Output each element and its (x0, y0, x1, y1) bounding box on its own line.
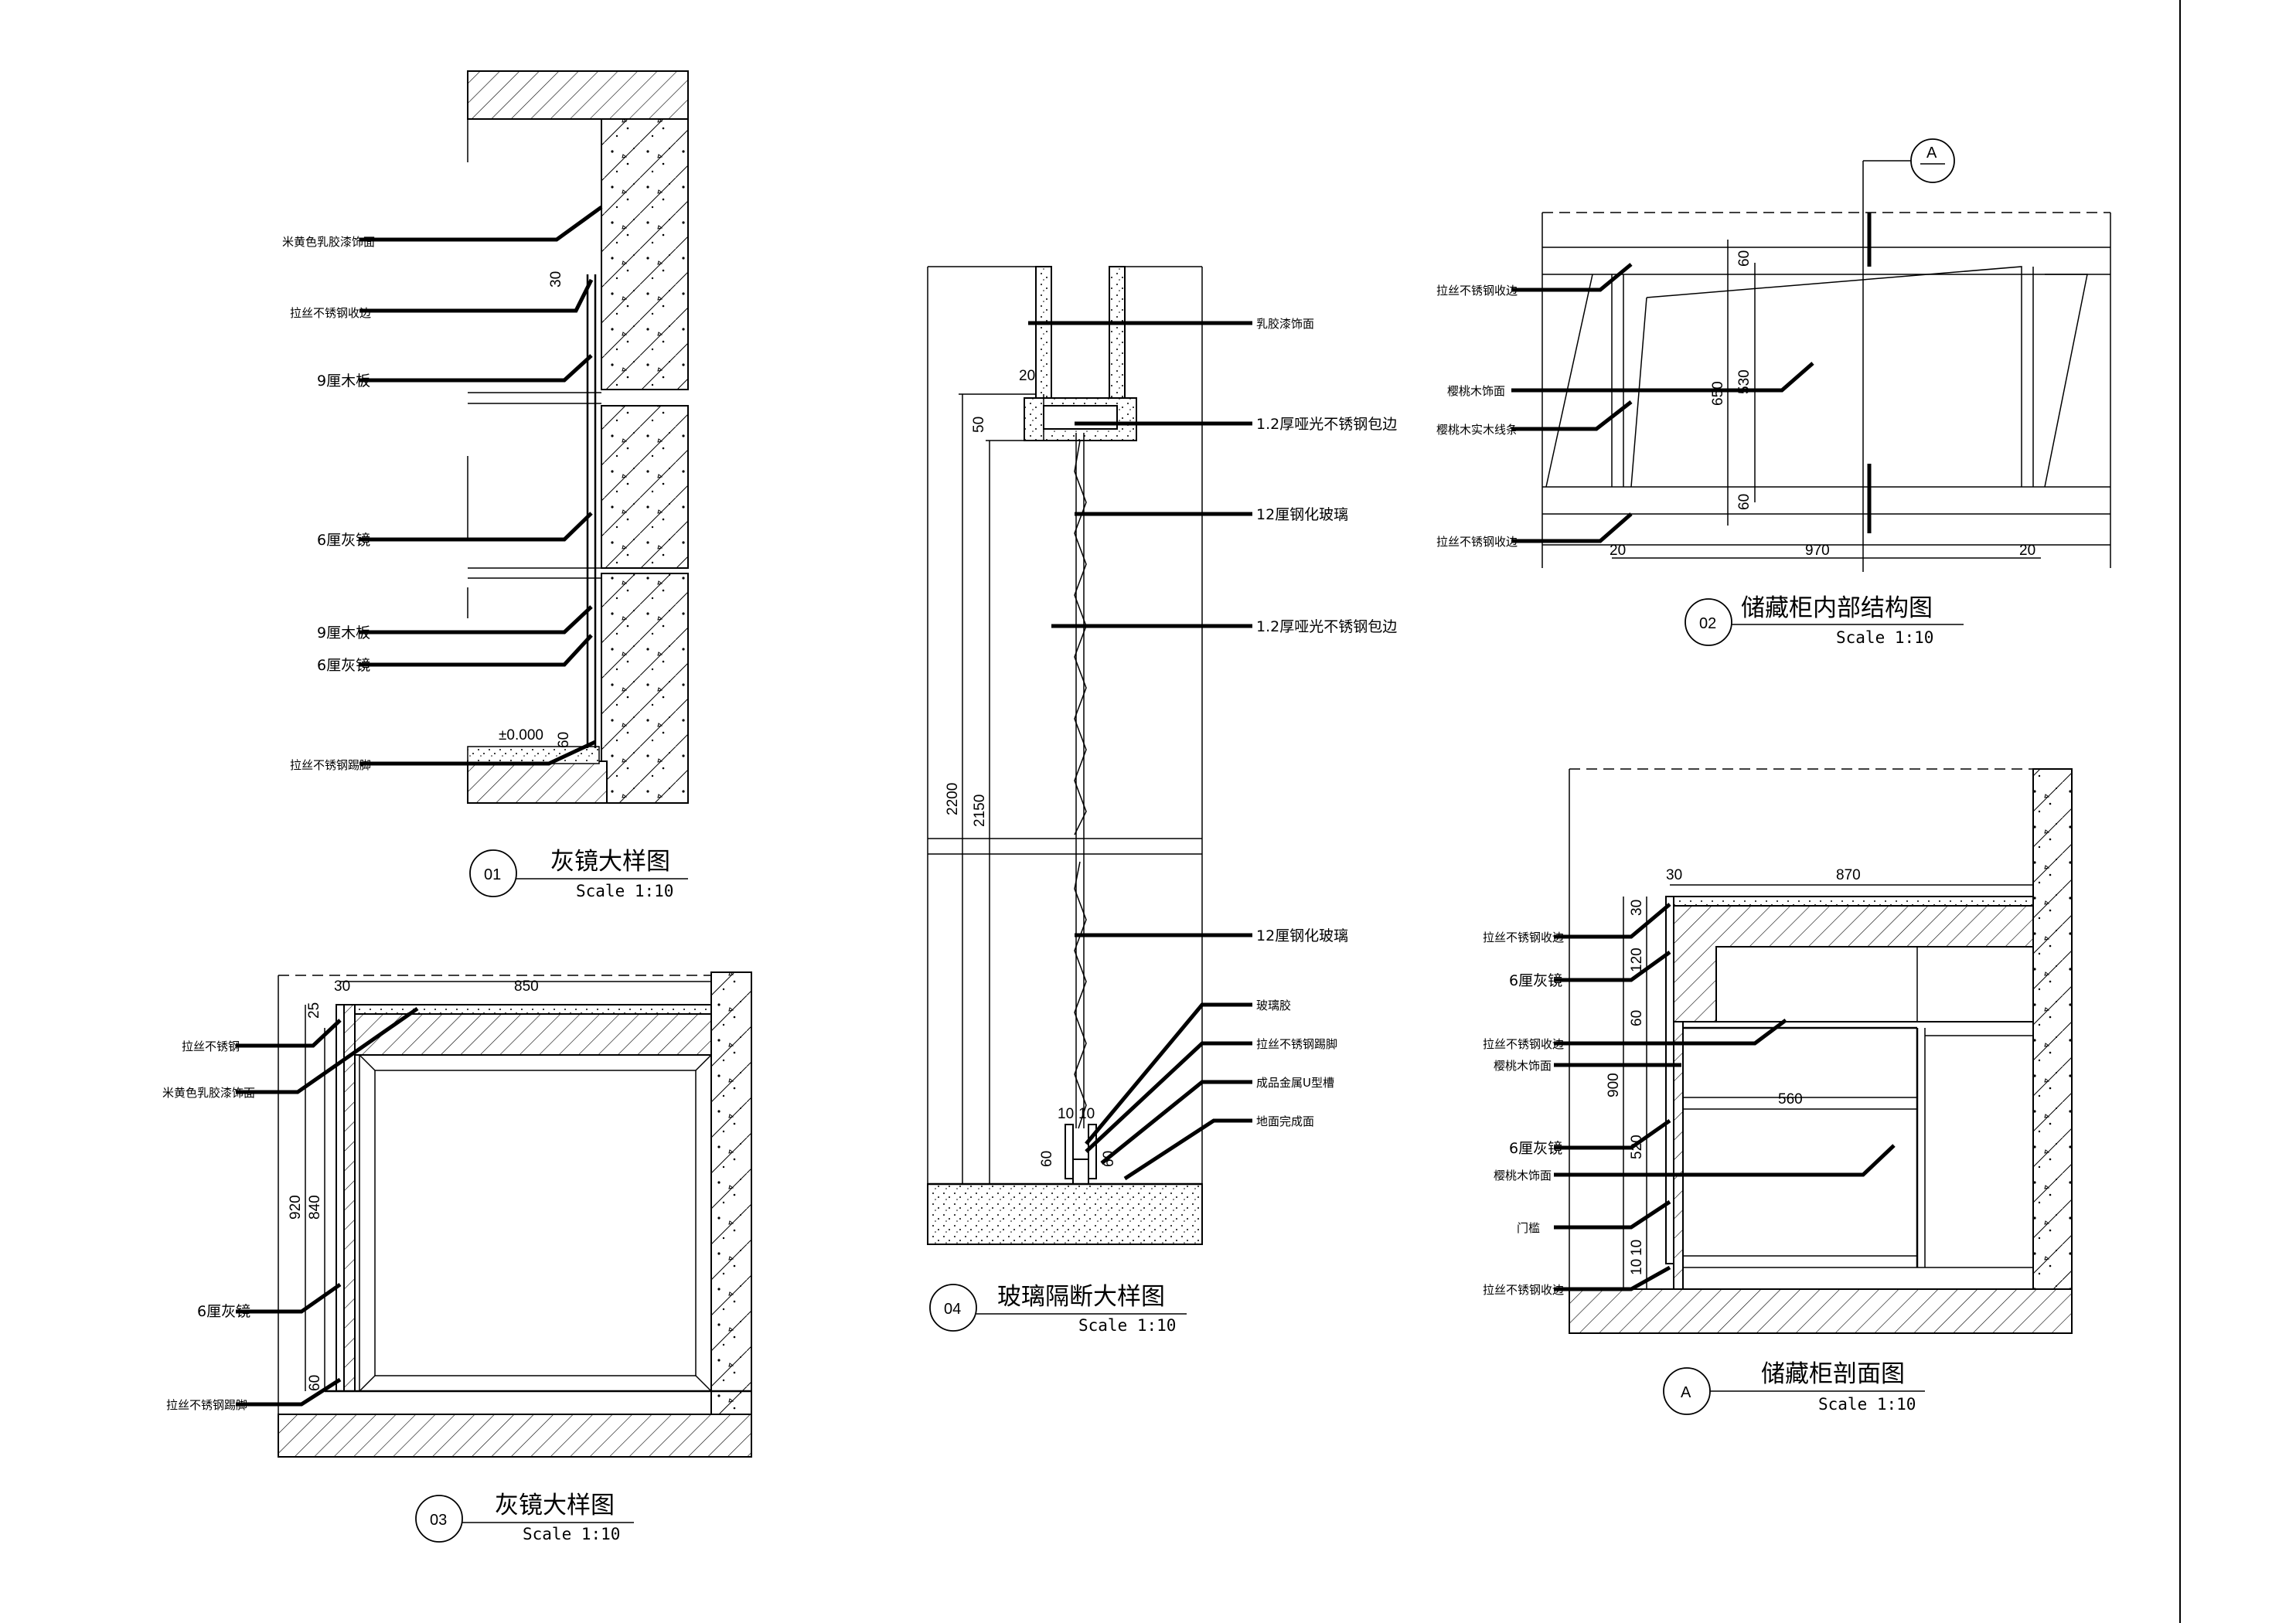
d04-dim-60a: 60 (1039, 1151, 1055, 1167)
dA-dim-30b: 30 (1629, 900, 1645, 916)
d04-label-7: 拉丝不锈钢踢脚 (1256, 1037, 1337, 1051)
d04-dim-2150: 2150 (972, 794, 988, 827)
d01-label-5: 9厘木板 (317, 624, 370, 641)
d01-scale: Scale 1:10 (576, 882, 673, 900)
d02-dim-970: 970 (1805, 543, 1830, 559)
d02-label-1: 拉丝不锈钢收边 (1436, 284, 1518, 298)
d04-title: 玻璃隔断大样图 (997, 1283, 1165, 1311)
d01-level: ±0.000 (499, 727, 543, 743)
d04-label-2: 1.2厚哑光不锈钢包边 (1256, 416, 1397, 433)
dA-label-4: 樱桃木饰面 (1494, 1059, 1552, 1073)
drawing-03: 30 850 25 920 840 60 拉丝不锈钢 米黄色乳胶漆饰面 6厘灰镜… (162, 971, 752, 1543)
d01-label-7: 拉丝不锈钢踢脚 (290, 758, 371, 772)
drawing-02: A 60 650 530 60 20 970 20 (1436, 138, 2111, 647)
d01-label-1: 米黄色乳胶漆饰面 (282, 235, 375, 249)
dA-label-5: 6厘灰镜 (1509, 1140, 1562, 1157)
d02-dim-530: 530 (1736, 369, 1753, 394)
d01-dim-30: 30 (548, 271, 564, 288)
dA-dim-560: 560 (1778, 1091, 1803, 1108)
d01-number: 01 (484, 866, 501, 883)
d02-label-4: 拉丝不锈钢收边 (1436, 535, 1518, 549)
d04-dim-60b: 60 (1101, 1151, 1117, 1167)
d03-label-4: 拉丝不锈钢踢脚 (166, 1398, 247, 1412)
dA-label-2: 6厘灰镜 (1509, 972, 1562, 989)
d04-dim-2200: 2200 (945, 783, 961, 815)
d04-scale: Scale 1:10 (1078, 1316, 1176, 1335)
d04-dim-10b: 10 (1078, 1106, 1095, 1122)
d04-label-4: 1.2厚哑光不锈钢包边 (1256, 618, 1397, 635)
d02-scale: Scale 1:10 (1836, 628, 1933, 647)
drawing-A: 30 870 30 120 60 900 560 520 10 10 拉丝不锈钢… (1483, 768, 2073, 1415)
dA-dim-10b: 10 (1629, 1259, 1645, 1275)
d04-dim-50: 50 (971, 417, 987, 433)
d03-label-3: 6厘灰镜 (197, 1303, 250, 1320)
d03-title: 灰镜大样图 (495, 1492, 615, 1519)
dA-dim-30a: 30 (1666, 867, 1682, 883)
d01-dim-60: 60 (556, 732, 572, 748)
drawing-01: 米黄色乳胶漆饰面 拉丝不锈钢收边 9厘木板 6厘灰镜 9厘木板 6厘灰镜 拉丝不… (282, 70, 689, 900)
d02-number: 02 (1699, 615, 1716, 632)
d01-label-2: 拉丝不锈钢收边 (290, 306, 371, 320)
dA-dim-60: 60 (1629, 1010, 1645, 1026)
d04-dim-10a: 10 (1058, 1106, 1074, 1122)
drawing-04: 乳胶漆饰面 1.2厚哑光不锈钢包边 12厘钢化玻璃 1.2厚哑光不锈钢包边 12… (927, 266, 1397, 1335)
d02-dim-60a: 60 (1736, 250, 1753, 267)
d01-label-3: 9厘木板 (317, 373, 370, 390)
dA-number: A (1681, 1384, 1691, 1401)
d03-dim-920: 920 (288, 1195, 304, 1220)
d03-dim-60: 60 (307, 1375, 323, 1391)
d04-label-9: 地面完成面 (1256, 1114, 1314, 1128)
d02-section-mark: A (1926, 145, 1937, 162)
d02-label-2: 樱桃木饰面 (1447, 384, 1505, 398)
d03-scale: Scale 1:10 (523, 1525, 620, 1543)
dA-label-7: 门槛 (1517, 1221, 1540, 1235)
d03-number: 03 (430, 1512, 447, 1529)
dA-title: 储藏柜剖面图 (1761, 1360, 1905, 1388)
d02-dim-650: 650 (1710, 381, 1726, 406)
d04-dim-20: 20 (1019, 368, 1035, 384)
dA-label-6: 樱桃木饰面 (1494, 1169, 1552, 1182)
d02-title: 储藏柜内部结构图 (1741, 594, 1933, 622)
dA-dim-900: 900 (1606, 1073, 1622, 1097)
dA-scale: Scale 1:10 (1818, 1395, 1916, 1414)
dA-label-3: 拉丝不锈钢收边 (1483, 1037, 1564, 1051)
dA-dim-120: 120 (1629, 948, 1645, 972)
d04-label-5: 12厘钢化玻璃 (1256, 927, 1348, 944)
d03-label-2: 米黄色乳胶漆饰面 (162, 1086, 255, 1100)
d04-number: 04 (944, 1301, 961, 1318)
d01-label-4: 6厘灰镜 (317, 532, 370, 549)
d04-label-6: 玻璃胶 (1256, 999, 1291, 1012)
d04-label-3: 12厘钢化玻璃 (1256, 506, 1348, 523)
d01-title: 灰镜大样图 (550, 848, 670, 876)
d02-dim-60b: 60 (1736, 494, 1753, 510)
d03-label-1: 拉丝不锈钢 (182, 1039, 240, 1053)
d03-dim-840: 840 (307, 1195, 323, 1220)
d04-label-8: 成品金属U型槽 (1256, 1076, 1334, 1090)
d03-dim-30: 30 (334, 978, 350, 995)
dA-label-1: 拉丝不锈钢收边 (1483, 931, 1564, 944)
d03-dim-25: 25 (306, 1002, 322, 1019)
dA-dim-870: 870 (1836, 867, 1861, 883)
d02-dim-20a: 20 (1610, 543, 1626, 559)
d03-dim-850: 850 (514, 978, 539, 995)
d02-dim-20b: 20 (2019, 543, 2035, 559)
dA-dim-10a: 10 (1629, 1240, 1645, 1256)
d01-label-6: 6厘灰镜 (317, 657, 370, 674)
dA-label-8: 拉丝不锈钢收边 (1483, 1283, 1564, 1297)
d04-label-1: 乳胶漆饰面 (1256, 317, 1314, 331)
d02-label-3: 樱桃木实木线条 (1436, 423, 1518, 437)
